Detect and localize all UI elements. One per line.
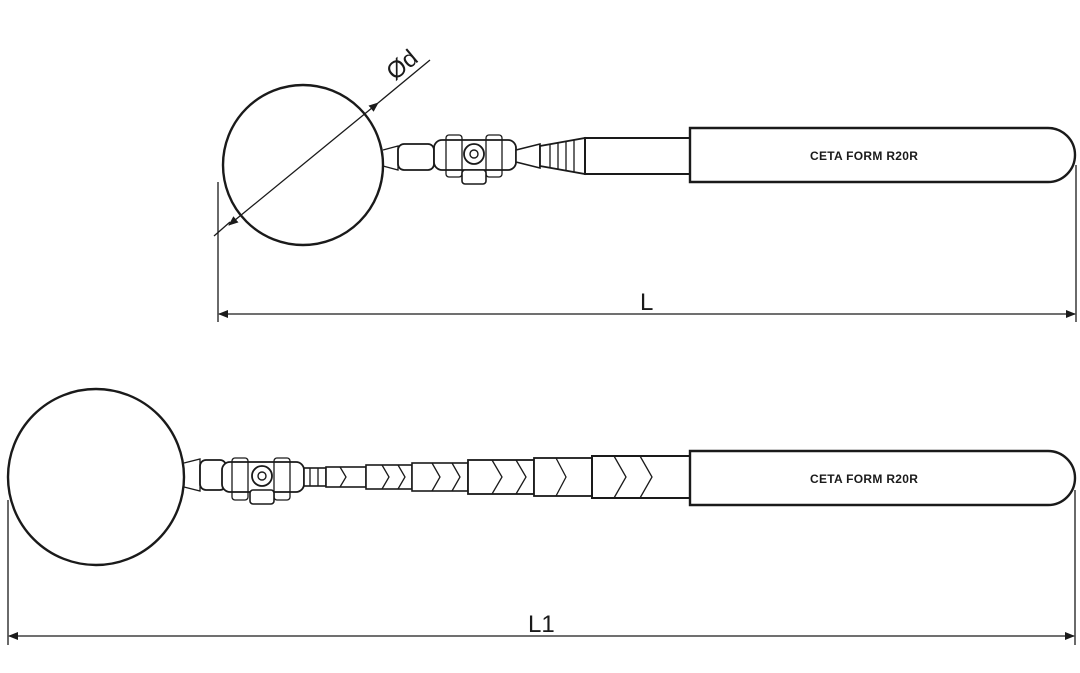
knurled-collar-collapsed [539,136,586,176]
neck-sleeve-collapsed [397,143,435,171]
length-collapsed-label: L [640,289,653,316]
shaft-collapsed [584,137,694,175]
length-extended-dimension: L1 [7,490,1076,645]
mirror-extended: CETA FORM R20R [6,387,1077,567]
length-collapsed-dimension: L [217,165,1077,322]
mirror-head-extended [6,387,186,567]
diameter-label: Ød [381,45,423,86]
mirror-neck-extended [183,458,201,492]
swivel-joint-extended [221,457,305,505]
handle-label-collapsed: CETA FORM R20R [810,149,918,163]
handle-collapsed [688,126,1077,184]
mirror-neck-collapsed [382,145,399,171]
length-extended-label: L1 [528,611,555,638]
swivel-joint-collapsed [433,134,517,185]
telescopic-shaft-extended [303,455,691,499]
handle-label-extended: CETA FORM R20R [810,472,918,486]
coupler-collapsed [515,142,541,170]
mirror-head-collapsed [221,83,385,247]
diameter-dimension: Ød [213,45,431,237]
mirror-collapsed: CETA FORM R20R [221,83,1077,247]
handle-extended [688,449,1077,507]
